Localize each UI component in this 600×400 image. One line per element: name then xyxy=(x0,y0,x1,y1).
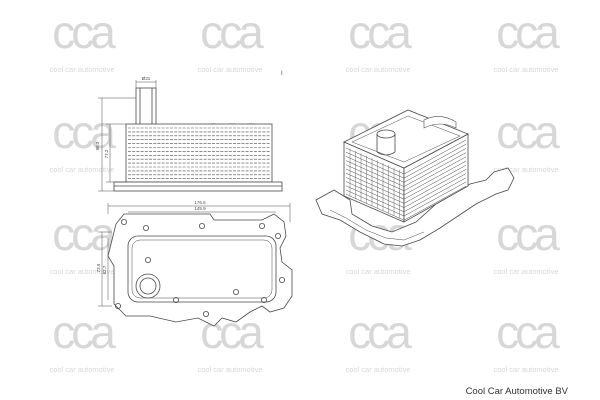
section-marker: I xyxy=(281,71,283,77)
bolt-hole xyxy=(198,222,205,229)
side-view-core xyxy=(125,123,273,183)
watermark-mark: cca xyxy=(52,306,116,358)
bolt-hole xyxy=(274,232,281,239)
iso-fin xyxy=(345,139,467,175)
iso-fin xyxy=(345,177,467,213)
watermark-mark: cca xyxy=(496,208,560,260)
bolt-hole xyxy=(142,224,149,231)
bolt-hole xyxy=(232,288,239,295)
watermark-mark: cca xyxy=(52,6,116,58)
iso-fin xyxy=(345,148,467,183)
iso-fin xyxy=(345,164,467,200)
bolt-hole xyxy=(278,276,285,283)
watermark-mark: cca xyxy=(348,6,412,58)
watermark-tagline: cool car automotive xyxy=(49,365,114,374)
iso-fin xyxy=(345,160,467,196)
bolt-hole xyxy=(172,296,179,303)
watermark-tagline: cool car automotive xyxy=(493,165,558,174)
iso-fin xyxy=(345,143,467,179)
iso-core-top xyxy=(343,109,469,169)
dim-width-outer: 176.5 xyxy=(194,200,206,205)
watermark-tagline: cool car automotive xyxy=(49,267,114,276)
watermark-mark: cca xyxy=(52,208,116,260)
dim-width-inner: 145.9 xyxy=(194,206,206,211)
watermark-tagline: cool car automotive xyxy=(345,65,410,74)
top-view-flange xyxy=(107,213,293,327)
isometric-view xyxy=(315,109,515,247)
top-view-plate xyxy=(127,235,277,303)
watermark-mark: cca xyxy=(200,6,264,58)
iso-fin xyxy=(345,156,467,192)
watermark-tagline: cool car automotive xyxy=(493,267,558,276)
bolt-hole xyxy=(260,296,267,303)
iso-fins xyxy=(345,139,467,221)
dim-height-plate-outer: 73.9 xyxy=(96,263,101,272)
watermark-tagline: cool car automotive xyxy=(197,365,262,374)
dim-height-total: 96.3 xyxy=(95,141,100,150)
watermark-mark: cca xyxy=(496,306,560,358)
watermark-tagline: cool car automotive xyxy=(493,365,558,374)
top-view-port-inner xyxy=(139,277,157,295)
iso-fin xyxy=(345,152,467,187)
iso-fin xyxy=(345,169,467,204)
watermark-mark: cca xyxy=(52,106,116,158)
watermark-mark: cca xyxy=(496,6,560,58)
bolt-hole xyxy=(258,222,265,229)
watermark-mark: cca xyxy=(496,106,560,158)
bolt-hole xyxy=(115,302,122,309)
bolt-hole xyxy=(202,310,209,317)
bolt-hole xyxy=(121,218,128,225)
dim-pipe-diameter: Ø31 xyxy=(142,76,151,81)
watermark-tagline: cool car automotive xyxy=(49,65,114,74)
watermark-tagline: cool car automotive xyxy=(493,65,558,74)
iso-fin xyxy=(345,181,467,217)
iso-fin xyxy=(345,173,467,208)
footer-brand: Cool Car Automotive BV xyxy=(466,386,569,397)
bolt-hole xyxy=(144,256,151,263)
side-view-pipe xyxy=(135,87,157,127)
watermark-tagline: cool car automotive xyxy=(345,365,410,374)
watermark-tagline: cool car automotive xyxy=(197,65,262,74)
watermark-mark: cca xyxy=(348,306,412,358)
top-view-port-outer xyxy=(135,273,161,299)
iso-pipe-top xyxy=(376,129,396,139)
side-view-fins xyxy=(128,127,270,179)
side-view-base-plate xyxy=(113,181,283,192)
watermark-tagline: cool car automotive xyxy=(345,267,410,276)
iso-fin xyxy=(345,185,467,221)
watermark-tagline: cool car automotive xyxy=(49,165,114,174)
top-view-bolt-holes xyxy=(115,218,285,317)
dim-height-plate-inner: 62.7 xyxy=(102,265,107,274)
side-view xyxy=(98,80,283,192)
top-view xyxy=(98,203,293,327)
dim-height-core: 77.2 xyxy=(104,149,109,158)
